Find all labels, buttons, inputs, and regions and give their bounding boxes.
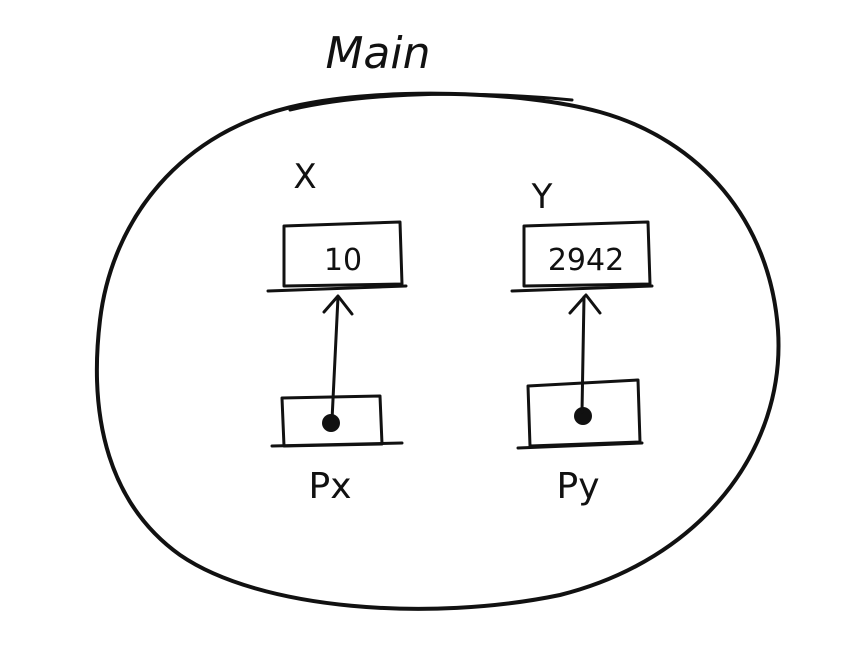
- pointer-px-dot: [322, 414, 340, 432]
- scope-boundary: [94, 91, 781, 611]
- pointer-px-label: Px: [308, 466, 351, 507]
- pointer-py-arrowhead: [568, 293, 602, 315]
- pointer-py-arrow-shaft: [580, 295, 586, 414]
- pointer-py-box-underline: [516, 441, 644, 450]
- scope-boundary-overstroke: [288, 92, 574, 112]
- scope-title: Main: [325, 28, 430, 79]
- variable-x-box-underline: [266, 284, 408, 293]
- variable-y-name: Y: [531, 177, 553, 217]
- variable-y-box-underline: [510, 284, 654, 293]
- variable-x-box: [282, 220, 404, 288]
- pointer-px-arrow-shaft: [330, 295, 340, 422]
- variable-x-value: 10: [324, 243, 362, 278]
- pointer-px-arrowhead: [322, 294, 354, 316]
- variable-y-value: 2942: [548, 243, 624, 278]
- pointer-px-box-underline: [270, 441, 404, 448]
- pointer-py-dot: [574, 407, 592, 425]
- pointer-py-label: Py: [556, 466, 599, 507]
- variable-x-name: X: [293, 157, 316, 197]
- variable-y-box: [522, 220, 652, 288]
